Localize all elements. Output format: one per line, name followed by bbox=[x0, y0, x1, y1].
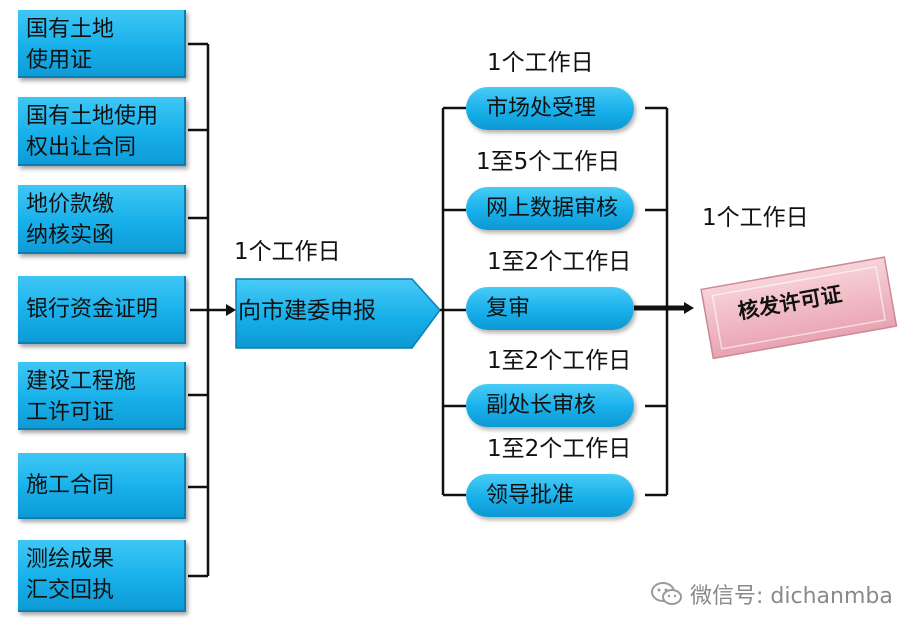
document-land-use-certificate: 国有土地 使用证 bbox=[18, 10, 186, 78]
documents-bracket bbox=[188, 42, 226, 578]
document-bank-fund-proof: 银行资金证明 bbox=[18, 276, 186, 344]
step-market-acceptance: 市场处受理 bbox=[466, 87, 634, 130]
step-time-recheck: 1至2个工作日 bbox=[487, 249, 632, 275]
step-leader-approval: 领导批准 bbox=[466, 474, 634, 517]
step-recheck: 复审 bbox=[466, 287, 634, 330]
step-time-deputy-review: 1至2个工作日 bbox=[487, 348, 632, 374]
document-construction-permit: 建设工程施 工许可证 bbox=[18, 362, 186, 430]
step-time-acceptance: 1个工作日 bbox=[487, 50, 594, 76]
wechat-icon bbox=[651, 582, 682, 605]
document-construction-contract: 施工合同 bbox=[18, 453, 186, 519]
document-survey-receipt: 测绘成果 汇交回执 bbox=[18, 540, 186, 612]
steps-left-bracket bbox=[441, 106, 466, 497]
steps-right-bracket bbox=[645, 106, 669, 497]
document-land-price-verification: 地价款缴 纳核实函 bbox=[18, 185, 186, 254]
watermark: 微信号: dichanmba bbox=[650, 578, 893, 610]
step-time-online-review: 1至5个工作日 bbox=[476, 149, 621, 175]
submit-chevron bbox=[235, 278, 441, 349]
step-time-approval: 1至2个工作日 bbox=[487, 436, 632, 462]
document-land-transfer-contract: 国有土地使用 权出让合同 bbox=[18, 97, 186, 166]
watermark-text: 微信号: dichanmba bbox=[690, 584, 893, 609]
submit-time: 1个工作日 bbox=[234, 239, 341, 265]
bracket-arrowhead bbox=[226, 304, 236, 316]
step-online-data-review: 网上数据审核 bbox=[466, 187, 634, 230]
step-deputy-director-review: 副处长审核 bbox=[466, 384, 634, 427]
result-time: 1个工作日 bbox=[702, 205, 809, 231]
result-arrowhead bbox=[684, 302, 694, 314]
result-box bbox=[700, 256, 898, 360]
submit-label: 向市建委申报 bbox=[238, 298, 376, 324]
